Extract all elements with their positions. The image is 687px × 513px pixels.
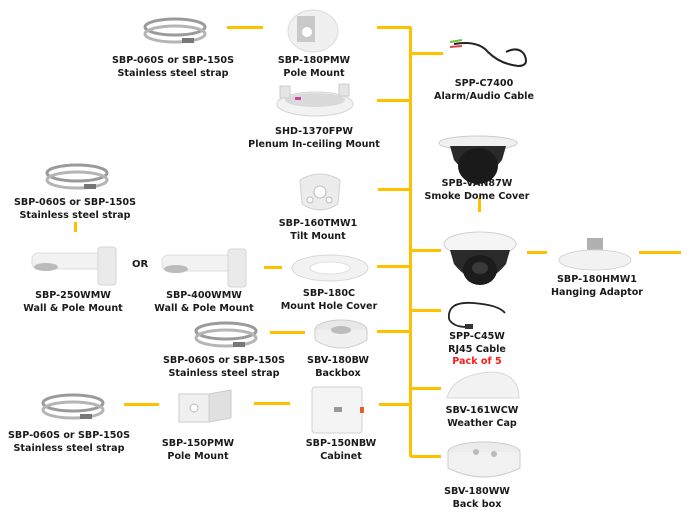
- connector-plenum: [377, 99, 411, 102]
- connector-camera-hanging: [527, 251, 547, 254]
- connector-strap-top: [227, 26, 263, 29]
- connector-weather-cap: [411, 387, 441, 390]
- connector-strap-left: [74, 222, 77, 232]
- connector-strap-bottom: [124, 403, 159, 406]
- wall-mount-icon: [30, 245, 120, 287]
- connector-backbox: [377, 330, 411, 333]
- pack-note: Pack of 5: [452, 356, 502, 367]
- connector-wall-400: [264, 266, 282, 269]
- rj45-cable-icon: [443, 297, 513, 331]
- or-label: OR: [132, 259, 149, 270]
- connector-backbox-ww: [411, 455, 441, 458]
- hanging-adaptor-icon: [557, 236, 633, 272]
- ring-cover-icon: [290, 253, 370, 283]
- connector-hanging-right: [639, 251, 681, 254]
- dome-camera-icon: [442, 230, 518, 292]
- connector-strap-mid: [270, 331, 305, 334]
- connector-tilt-mount: [378, 188, 411, 191]
- connector-pole-150: [254, 402, 290, 405]
- steel-strap-icon: [44, 160, 110, 194]
- wall-mount-icon: [160, 247, 250, 289]
- connector-alarm-cable: [411, 52, 443, 55]
- steel-strap-icon: [40, 390, 106, 424]
- connector-rj45: [411, 309, 441, 312]
- backbox-icon: [313, 318, 369, 354]
- connector-cabinet: [379, 403, 411, 406]
- connector-hole-cover: [377, 265, 411, 268]
- dome-cover-icon: [438, 134, 518, 188]
- in-ceiling-mount-icon: [275, 82, 355, 120]
- steel-strap-icon: [193, 318, 259, 352]
- alarm-cable-icon: [448, 36, 532, 70]
- pole-mount-box-icon: [177, 388, 233, 426]
- trunk-line: [409, 27, 412, 457]
- connector-smoke-dome-vertical: [478, 198, 481, 212]
- connector-pole-mount-180: [377, 26, 411, 29]
- tilt-mount-icon: [296, 170, 344, 216]
- connector-smoke-dome: [411, 249, 441, 252]
- pole-mount-icon: [283, 6, 339, 54]
- weather-cap-icon: [443, 370, 523, 404]
- cabinet-icon: [310, 385, 366, 435]
- steel-strap-icon: [142, 14, 208, 48]
- backbox-icon: [446, 440, 522, 482]
